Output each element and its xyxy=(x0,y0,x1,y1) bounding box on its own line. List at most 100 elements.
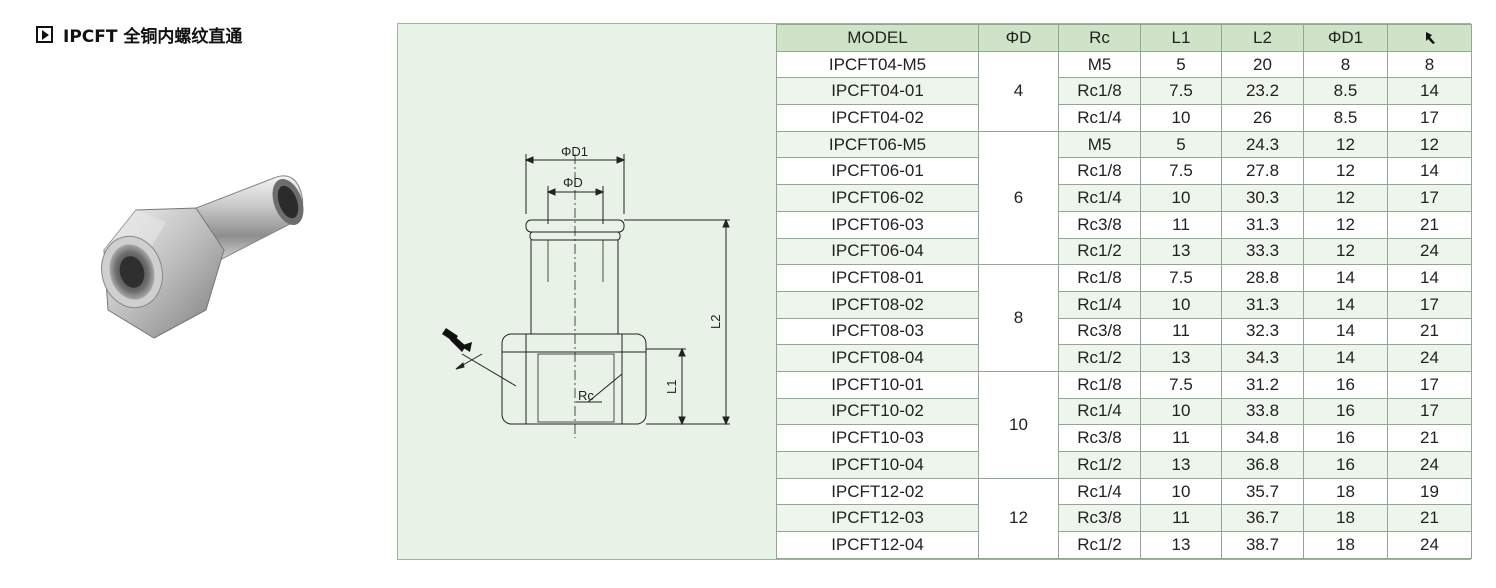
cell-phi-d: 12 xyxy=(978,477,1059,559)
cell-rc: Rc3/8 xyxy=(1058,504,1141,533)
cell-phi-d1: 12 xyxy=(1303,184,1388,212)
cell-rc: Rc1/4 xyxy=(1058,104,1141,132)
cell-model: IPCFT10-02 xyxy=(776,397,979,426)
cell-rc: Rc1/4 xyxy=(1058,184,1141,212)
cell-l2: 36.7 xyxy=(1221,504,1304,533)
cell-model: IPCFT10-04 xyxy=(776,451,979,479)
cell-phi-d1: 16 xyxy=(1303,424,1388,452)
cell-l2: 31.3 xyxy=(1221,210,1304,239)
cell-rc: Rc1/2 xyxy=(1058,531,1141,559)
cell-phi-d1: 12 xyxy=(1303,237,1388,266)
cell-model: IPCFT06-04 xyxy=(776,237,979,266)
cell-phi-d1: 12 xyxy=(1303,157,1388,186)
cell-l1: 11 xyxy=(1140,317,1222,346)
cell-wrench-size: 24 xyxy=(1387,531,1472,559)
cell-rc: Rc1/8 xyxy=(1058,157,1141,186)
cell-l2: 23.2 xyxy=(1221,77,1304,106)
cell-l1: 7.5 xyxy=(1140,370,1222,399)
cell-l1: 5 xyxy=(1140,50,1222,79)
cell-model: IPCFT04-M5 xyxy=(776,50,979,79)
cell-model: IPCFT06-03 xyxy=(776,210,979,239)
cell-l1: 5 xyxy=(1140,130,1222,159)
cell-model: IPCFT12-03 xyxy=(776,504,979,533)
cell-rc: Rc1/8 xyxy=(1058,370,1141,399)
cell-rc: Rc1/8 xyxy=(1058,264,1141,292)
cell-phi-d: 8 xyxy=(978,264,1059,372)
cell-l2: 27.8 xyxy=(1221,157,1304,186)
cell-wrench-size: 21 xyxy=(1387,210,1472,239)
cell-phi-d1: 14 xyxy=(1303,344,1388,372)
cell-l1: 10 xyxy=(1140,397,1222,426)
cell-rc: Rc3/8 xyxy=(1058,317,1141,346)
cell-l2: 28.8 xyxy=(1221,264,1304,292)
col-l1: L1 xyxy=(1140,24,1222,52)
cell-model: IPCFT12-04 xyxy=(776,531,979,559)
cell-wrench-size: 14 xyxy=(1387,264,1472,292)
cell-l2: 31.3 xyxy=(1221,290,1304,319)
cell-wrench-size: 17 xyxy=(1387,397,1472,426)
cell-phi-d1: 14 xyxy=(1303,264,1388,292)
cell-phi-d1: 14 xyxy=(1303,290,1388,319)
cell-model: IPCFT10-01 xyxy=(776,370,979,399)
cell-rc: Rc1/4 xyxy=(1058,290,1141,319)
cell-l1: 13 xyxy=(1140,237,1222,266)
cell-l1: 10 xyxy=(1140,104,1222,132)
cell-phi-d1: 18 xyxy=(1303,477,1388,506)
cell-l1: 7.5 xyxy=(1140,157,1222,186)
cell-rc: Rc1/8 xyxy=(1058,77,1141,106)
cell-phi-d1: 8 xyxy=(1303,50,1388,79)
cell-wrench-size: 12 xyxy=(1387,130,1472,159)
wrench-icon xyxy=(442,328,472,352)
cell-l1: 10 xyxy=(1140,290,1222,319)
cell-l2: 31.2 xyxy=(1221,370,1304,399)
cell-phi-d1: 12 xyxy=(1303,130,1388,159)
cell-wrench-size: 21 xyxy=(1387,504,1472,533)
cell-phi-d1: 18 xyxy=(1303,531,1388,559)
cell-model: IPCFT06-02 xyxy=(776,184,979,212)
cell-wrench-size: 17 xyxy=(1387,104,1472,132)
cell-wrench-size: 21 xyxy=(1387,317,1472,346)
cell-phi-d1: 16 xyxy=(1303,397,1388,426)
cell-rc: M5 xyxy=(1058,50,1141,79)
cell-wrench-size: 8 xyxy=(1387,50,1472,79)
col-l2: L2 xyxy=(1221,24,1304,52)
cell-wrench-size: 14 xyxy=(1387,77,1472,106)
cell-l2: 34.8 xyxy=(1221,424,1304,452)
cell-wrench-size: 24 xyxy=(1387,344,1472,372)
cell-l2: 33.8 xyxy=(1221,397,1304,426)
product-heading: IPCFT 全铜内螺纹直通 xyxy=(36,22,242,47)
cell-l2: 20 xyxy=(1221,50,1304,79)
label-l2: L2 xyxy=(708,315,723,329)
cell-rc: Rc1/2 xyxy=(1058,344,1141,372)
cell-l2: 32.3 xyxy=(1221,317,1304,346)
cell-model: IPCFT04-02 xyxy=(776,104,979,132)
cell-phi-d: 4 xyxy=(978,50,1059,132)
cell-rc: Rc1/2 xyxy=(1058,237,1141,266)
cell-model: IPCFT12-02 xyxy=(776,477,979,506)
cell-phi-d1: 18 xyxy=(1303,504,1388,533)
cell-phi-d1: 14 xyxy=(1303,317,1388,346)
cell-phi-d1: 8.5 xyxy=(1303,77,1388,106)
wrench-icon xyxy=(1425,32,1435,45)
cell-l1: 11 xyxy=(1140,504,1222,533)
cell-model: IPCFT06-M5 xyxy=(776,130,979,159)
cell-l2: 30.3 xyxy=(1221,184,1304,212)
cell-phi-d1: 12 xyxy=(1303,210,1388,239)
cell-phi-d1: 16 xyxy=(1303,451,1388,479)
table-header: MODEL ΦD Rc L1 L2 ΦD1 xyxy=(776,24,1472,52)
cell-l2: 33.3 xyxy=(1221,237,1304,266)
cell-wrench-size: 24 xyxy=(1387,237,1472,266)
